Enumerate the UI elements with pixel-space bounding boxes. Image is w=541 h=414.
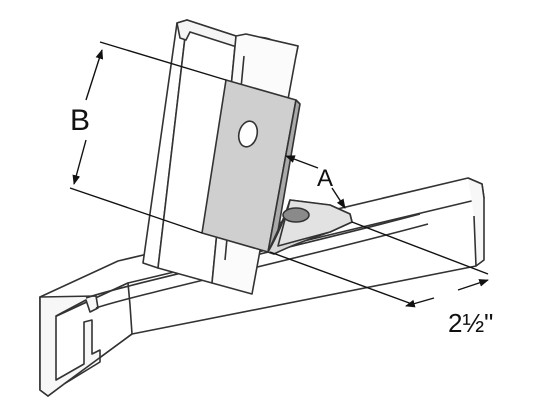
dimension-b-extension-top (99, 41, 227, 81)
dimension-width-extension-right (351, 221, 489, 275)
label-b: B (70, 104, 90, 137)
bracket-hole-lower (282, 207, 310, 223)
label-a: A (317, 165, 333, 192)
dimension-width-extension-left (269, 251, 413, 305)
dimension-b (69, 41, 227, 234)
dimension-b-arrow-top (85, 49, 104, 101)
dimension-b-extension-bottom (69, 187, 203, 234)
dimension-b-arrow-bottom (72, 139, 87, 185)
dimension-a-arrow-right (331, 187, 346, 209)
bracket-hole-upper (237, 120, 259, 148)
label-width: 2½" (448, 308, 493, 338)
dimension-a-arrow-left (285, 155, 319, 169)
dimension-width (269, 221, 489, 308)
dimension-width-arrow-right (457, 279, 489, 291)
dimension-a (285, 155, 346, 209)
dimension-width-arrow-left (405, 297, 435, 308)
